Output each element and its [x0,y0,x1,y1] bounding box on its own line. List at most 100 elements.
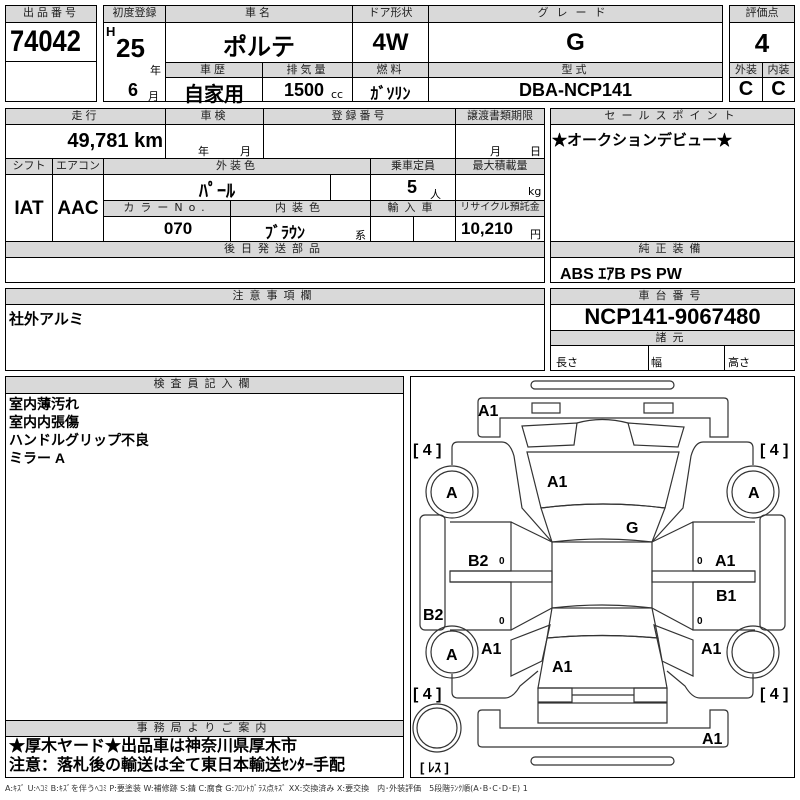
import-cell-1 [370,216,414,242]
year-unit: 年 [150,64,161,77]
car-name-header: 車名 [165,5,353,23]
first-reg-cell [103,22,166,102]
mark-hood: A1 [547,474,568,491]
front-door-right [651,521,755,572]
car-name: ポルテ [223,34,295,61]
tread-rear-left: [ 4 ] [413,686,441,703]
inspector-line: 室内内張傷 [9,414,79,430]
score: 4 [754,28,770,58]
door-type: 4W [372,29,409,56]
transfer-day-unit: 日 [530,145,541,158]
color-no-header: カラーNo. [103,200,231,217]
width-label: 幅 [651,356,662,369]
spare-tire [412,703,462,753]
notes-header: 注意事項欄 [5,288,545,305]
fuel: ｶﾞｿﾘﾝ [370,86,411,103]
displacement-cell [262,77,353,102]
wheel-rear-left [425,625,479,679]
lot-number-header: 出品番号 [5,5,97,23]
mark-trunk: A1 [552,659,573,676]
mark-rr-door: B1 [716,588,737,605]
mark-front-bumper: A1 [478,403,499,420]
ac: AAC [57,198,99,219]
windshield [540,503,666,543]
tail-light-right [633,687,668,703]
zero-mark: 0 [499,616,505,627]
score-cell [729,22,795,63]
shift-header: シフト [5,158,53,175]
exterior-grade: C [738,78,754,100]
mark-wheel-lf: A [446,485,458,502]
length-cell [550,345,649,371]
max-load-unit: kg [528,185,542,198]
chassis-number: NCP141-9067480 [584,304,761,329]
headlight-right [627,422,685,448]
first-reg-month: 6 [128,80,139,100]
spare-status: [ ﾚｽ ] [420,760,449,775]
recycle-header: リサイクル預託金 [455,200,545,217]
width-cell [648,345,725,371]
shift-cell [5,174,53,242]
score-header: 評価点 [729,5,795,23]
wheel-front-left [425,465,479,519]
ac-cell [52,174,104,242]
tread-rear-right: [ 4 ] [760,686,788,703]
grade-header: グレード [428,5,723,23]
interior-cell [762,77,795,102]
interior-header: 内装 [762,62,795,78]
later-parts-cell [5,257,545,283]
sill-right [651,570,756,583]
int-color-header: 内装色 [230,200,371,217]
mileage-header: 走行 [5,108,166,125]
sill-left [449,570,553,583]
inspection-year-unit: 年 [198,145,209,158]
rear-bumper [477,709,729,748]
rear-edge-bar [530,756,675,766]
grille [576,418,629,424]
ext-color-extra-cell [330,174,371,201]
office-notes: ★厚木ヤード★出品車は神奈川県厚木市 注意：落札後の輸送は全て東日本輸送ｾﾝﾀｰ… [9,737,345,775]
first-reg-year: 25 [116,33,145,63]
first-reg-header: 初度登録 [103,5,166,23]
interior-grade: C [771,78,786,100]
mark-rr-fender: A1 [701,641,722,658]
import-header: 輸入車 [370,200,456,217]
fog-light-right [643,402,674,414]
notes-cell [5,304,545,371]
front-fender-left [451,441,553,543]
displacement: 1500 [284,80,325,100]
grade: G [566,29,585,56]
damage-diagram [410,376,795,778]
sales-point-header: セールスポイント [550,108,795,125]
side-skirt-right [759,514,786,631]
office-line: ★厚木ヤード★出品車は神奈川県厚木市 [9,738,298,755]
inspection-header: 車検 [165,108,264,125]
later-parts-header: 後日発送部品 [5,241,545,258]
ac-header: エアコン [52,158,104,175]
headlight-left [521,422,578,448]
office-header: 事務局よりご案内 [5,720,404,737]
int-color: ﾌﾞﾗｳﾝ [264,225,305,242]
height-label: 高さ [728,356,750,369]
inspector-notes: 室内薄汚れ 室内内張傷 ハンドルグリップ不良 ミラー A [9,395,149,467]
tread-front-right: [ 4 ] [760,442,788,459]
inspection-month-unit: 月 [240,145,251,158]
wheel-front-right [726,465,780,519]
zero-mark: 0 [697,616,703,627]
history-cell [165,77,263,102]
reg-no-header: 登録番号 [263,108,456,125]
color-no-cell [103,216,231,242]
recycle-fee: 10,210 [461,219,513,238]
recycle-unit: 円 [530,228,541,241]
rear-panel [537,702,668,724]
color-no: 070 [163,219,193,238]
shift: IAT [14,198,44,219]
month-unit: 月 [148,90,159,103]
int-color-suffix: 系 [355,229,366,242]
recycle-cell [455,216,545,242]
fog-light-left [531,402,561,414]
exterior-header: 外装 [729,62,763,78]
history-header: 車歴 [165,62,263,78]
lot-number-box [5,22,97,102]
inspector-header: 検査員記入欄 [5,376,404,394]
